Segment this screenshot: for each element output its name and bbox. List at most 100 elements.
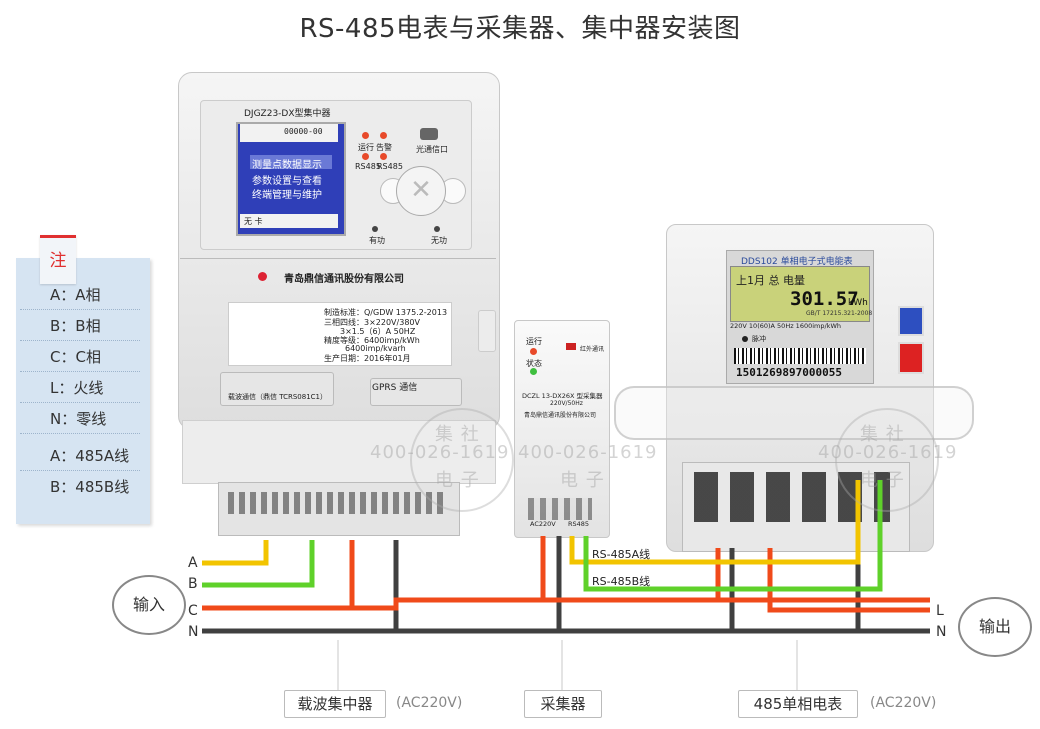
meter-lcd: [730, 266, 870, 322]
collector-model: DCZL 13-DX26X 型采集器: [522, 392, 603, 400]
phase-l-drop-meter-out: [767, 548, 930, 613]
menu-item: 测量点数据显示: [252, 160, 322, 171]
collector-port-485: RS485: [568, 520, 590, 528]
concentrator-model: DJGZ23-DX型集中器: [244, 109, 331, 119]
nameplate: [228, 302, 452, 366]
collector-rating: 220V/50Hz: [550, 400, 583, 407]
concentrator-ac-label: (AC220V): [396, 695, 463, 711]
meter-barcode: [734, 348, 866, 364]
collector-ir-label: 红外通讯: [580, 346, 605, 353]
meter-label: 485单相电表: [738, 690, 858, 718]
collector-status-label: 状态: [526, 359, 542, 368]
wire-label-a: A: [188, 555, 198, 571]
legend-panel: [16, 258, 150, 524]
reactive-label: 无功: [431, 236, 447, 245]
legend-item: B：B相: [20, 311, 140, 341]
legend-item: C：C相: [20, 342, 140, 372]
collector-port-ac: AC220V: [530, 520, 556, 528]
concentrator-lcd-footer: [240, 214, 338, 228]
spec-line: 制造标准：Q/GDW 1375.2-2013: [324, 308, 448, 317]
watermark-text: 电 子: [860, 470, 905, 491]
rs485b-label: RS-485B线: [592, 575, 651, 588]
meter-rating: 220V 10(60)A 50Hz 1600imp/kWh: [730, 322, 841, 330]
collector-maker: 青岛鼎信通讯股份有限公司: [524, 412, 597, 419]
legend-item: L：火线: [20, 373, 140, 403]
menu-item: 参数设置与查看: [252, 176, 322, 187]
spec-line: 6400imp/kvarh: [345, 344, 406, 353]
concentrator-softkey: 无 卡: [244, 217, 263, 226]
phase-a-wire: [202, 540, 269, 566]
gprs-module: [370, 378, 462, 406]
meter-pulse-label: 脉冲: [752, 335, 766, 343]
status-led-icon: [530, 368, 537, 375]
ir-window-icon: [566, 343, 576, 350]
indicator-label: 运行: [358, 143, 374, 152]
gprs-label: GPRS 通信: [372, 383, 418, 393]
meter-ac-label: (AC220V): [870, 695, 937, 711]
active-label: 有功: [369, 236, 385, 245]
watermark-text: 400-026-1619: [818, 442, 958, 463]
wire-label-n: N: [188, 624, 199, 640]
reactive-led-icon: [434, 226, 440, 232]
ir-port-label: 光通信口: [416, 145, 448, 154]
rs485a-label: RS-485A线: [592, 548, 651, 561]
watermark-seal: [835, 408, 939, 512]
input-label: 输入: [112, 575, 186, 635]
indicator-label: RS485: [355, 162, 381, 171]
concentrator-label: 载波集中器: [284, 690, 386, 718]
meter-reading: 301.57: [790, 288, 859, 310]
collector-run-label: 运行: [526, 337, 542, 346]
carrier-module-label: 载波通信（鼎信 TCRS081C1）: [228, 393, 327, 401]
indicator-label: 告警: [376, 143, 392, 152]
company-name: 青岛鼎信通讯股份有限公司: [284, 274, 404, 285]
legend-item: A：A相: [20, 280, 140, 310]
meter-standard: GB/T 17215.321-2008: [806, 310, 873, 317]
carrier-module: [220, 372, 334, 406]
wire-label-l: L: [936, 603, 944, 619]
divider: [180, 258, 496, 259]
spec-line: 精度等级：6400imp/kWh: [324, 336, 420, 345]
legend-item: N：零线: [20, 404, 140, 434]
run-led-icon: [530, 348, 537, 355]
terminal-screws: [228, 492, 448, 514]
collector-terminals: [528, 498, 592, 520]
legend-item: B：485B线: [50, 478, 130, 496]
meter-red-button[interactable]: [898, 342, 924, 374]
rs485b-wire: [583, 480, 883, 592]
watermark-text: 集 社: [860, 424, 905, 445]
concentrator-lcd-header: [240, 124, 338, 142]
menu-highlight: [250, 155, 332, 169]
rs485-led-icon: [380, 153, 387, 160]
pulse-led-icon: [742, 336, 748, 342]
rs485a-wire: [569, 480, 861, 565]
meter-blue-button[interactable]: [898, 306, 924, 336]
active-led-icon: [372, 226, 378, 232]
spec-line: 三相四线：3×220V/380V: [324, 318, 420, 327]
watermark-text: 400-026-1619: [370, 442, 510, 463]
meter-cover-clip: [614, 386, 974, 440]
spec-line: 3×1.5（6）A 50HZ: [340, 327, 416, 336]
watermark-text: 电 子: [560, 470, 605, 491]
collector-label: 采集器: [524, 690, 602, 718]
alarm-led-icon: [380, 132, 387, 139]
company-logo: [258, 272, 267, 281]
wire-label-b: B: [188, 576, 198, 592]
watermark-text: 集 社: [435, 424, 480, 445]
wire-label-c: C: [188, 603, 198, 619]
seal-clip: [478, 310, 496, 352]
wire-label-n-out: N: [936, 624, 947, 640]
indicator-label: RS485: [377, 162, 403, 171]
watermark-text: 400-026-1619: [518, 442, 658, 463]
rs485-led-icon: [362, 153, 369, 160]
infrared-port-icon: [420, 128, 438, 140]
direction-pad-button[interactable]: ✕: [396, 166, 446, 216]
spec-line: 生产日期：2016年01月: [324, 354, 411, 363]
legend-item: A：485A线: [20, 441, 140, 471]
meter-lcd-line1: 上1月 总 电量: [736, 274, 805, 287]
diagram-title: RS-485电表与采集器、集中器安装图: [299, 14, 741, 44]
phase-c-wire: [202, 597, 930, 611]
meter-unit: kWh: [848, 298, 868, 308]
menu-item: 终端管理与维护: [252, 190, 322, 201]
watermark-text: 电 子: [435, 470, 480, 491]
phase-b-wire: [202, 540, 315, 588]
